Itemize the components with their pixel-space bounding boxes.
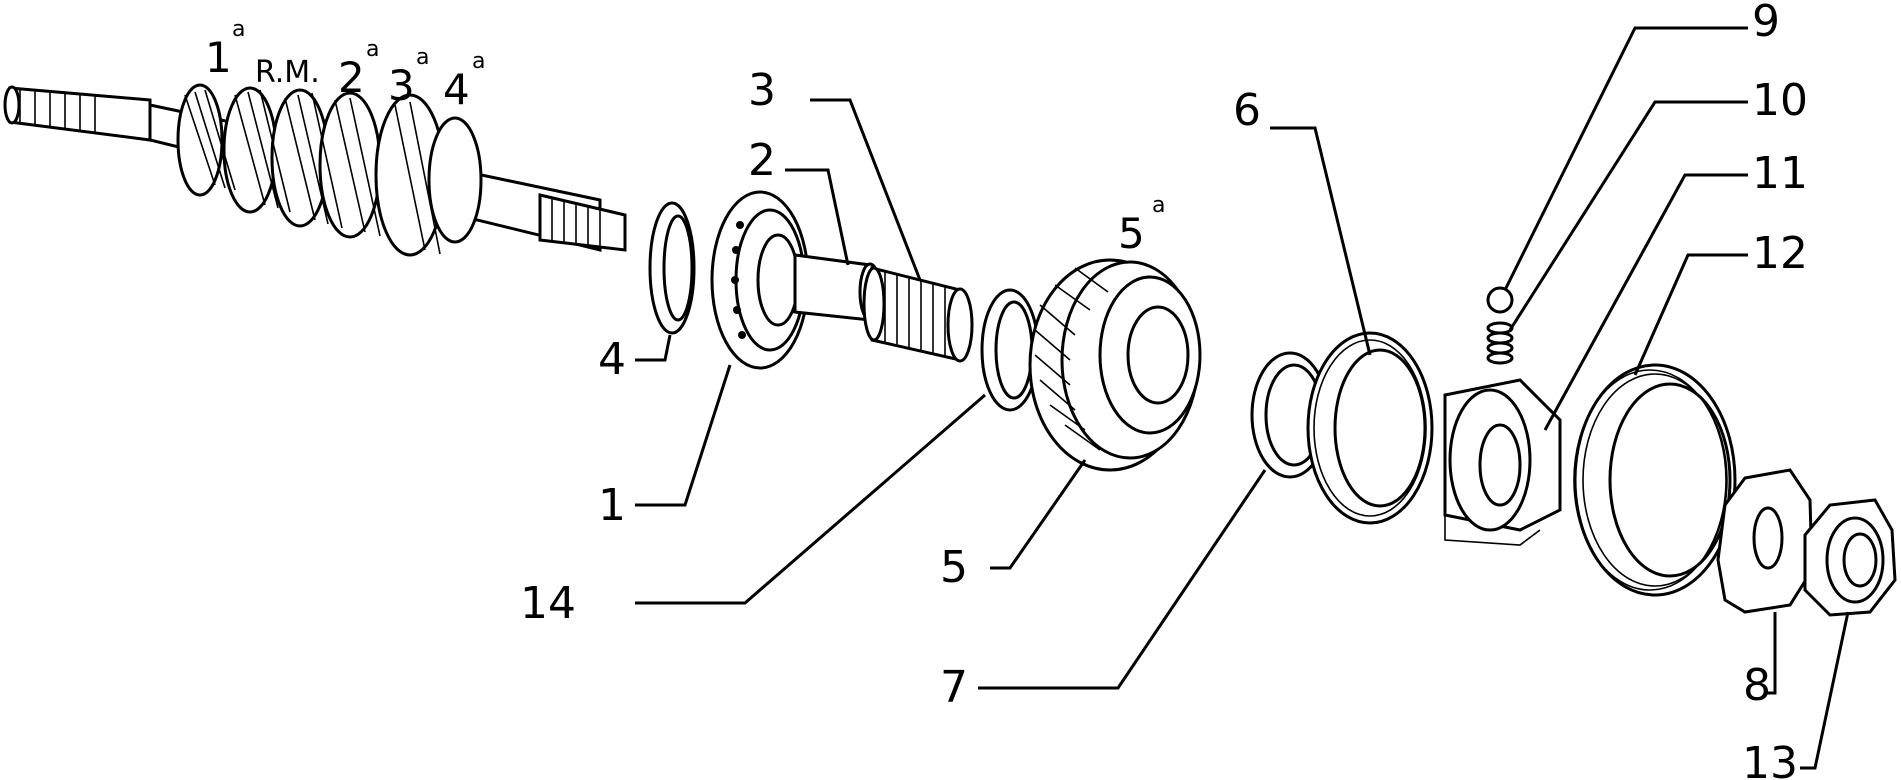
callout-14: 14	[520, 578, 576, 629]
leader-lines	[635, 26, 1850, 770]
spring-part-10	[1486, 321, 1514, 365]
callout-12: 12	[1752, 228, 1808, 279]
svg-text:a: a	[1152, 193, 1165, 218]
callout-7: 7	[940, 662, 968, 713]
gear-label-fifth: 5 a	[1118, 193, 1165, 258]
detent-ball-part-9	[1486, 286, 1514, 314]
main-shaft-assembly	[3, 83, 627, 257]
svg-text:a: a	[416, 45, 429, 70]
sliding-sleeve-part-12	[1573, 363, 1737, 597]
gear-label-third: 3 a	[388, 45, 429, 110]
ball-bearing-part-1	[710, 190, 810, 370]
callout-5: 5	[940, 542, 968, 593]
callout-1: 1	[598, 480, 626, 531]
callout-6: 6	[1233, 85, 1261, 136]
synchro-ring-part-6	[1306, 331, 1434, 525]
callout-10: 10	[1752, 75, 1808, 126]
callout-8: 8	[1743, 660, 1771, 711]
svg-text:a: a	[232, 17, 245, 42]
callout-9: 9	[1752, 0, 1780, 47]
fifth-gear-part-5	[1028, 258, 1202, 472]
snap-ring-part-4	[648, 201, 696, 335]
nut-part-13	[1803, 498, 1897, 617]
callout-13: 13	[1742, 738, 1798, 780]
synchro-hub-part-11	[1443, 378, 1562, 546]
svg-text:2: 2	[338, 53, 365, 102]
gear-label-fourth: 4 a	[443, 49, 485, 114]
callout-4: 4	[598, 334, 626, 385]
callout-2: 2	[748, 135, 776, 186]
needle-bearing-part-3	[862, 266, 974, 363]
svg-text:a: a	[366, 37, 379, 62]
gear-label-reverse: R.M.	[255, 55, 320, 90]
retaining-plate-part-8	[1716, 468, 1814, 614]
callout-3: 3	[748, 65, 776, 116]
callout-11: 11	[1752, 148, 1808, 199]
gear-label-first: 1 a	[205, 17, 245, 82]
svg-text:3: 3	[388, 61, 415, 110]
svg-text:5: 5	[1118, 209, 1145, 258]
svg-text:a: a	[472, 49, 485, 74]
svg-text:4: 4	[443, 65, 470, 114]
svg-text:1: 1	[205, 33, 232, 82]
gear-label-second: 2 a	[338, 37, 379, 102]
